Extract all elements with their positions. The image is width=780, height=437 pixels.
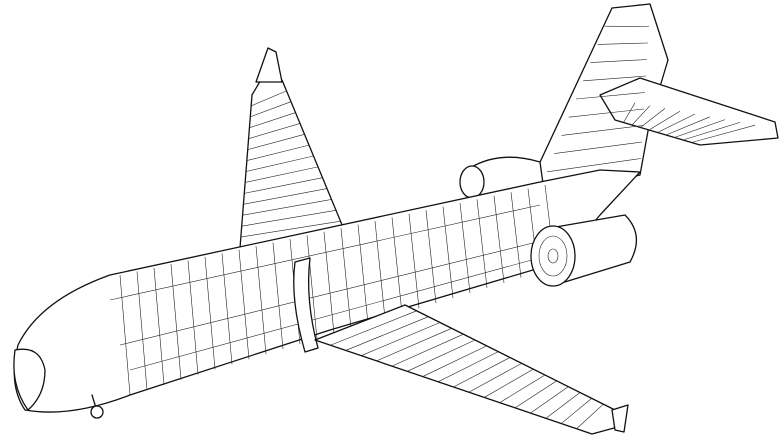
detail-line	[442, 206, 454, 299]
tail-assembly	[519, 3, 779, 206]
detail-line	[453, 357, 511, 388]
detail-line	[255, 246, 267, 355]
far-winglet	[255, 47, 283, 83]
detail-line	[391, 333, 464, 367]
detail-line	[243, 188, 328, 205]
detail-line	[545, 392, 581, 419]
detail-line	[576, 403, 604, 429]
detail-line	[204, 256, 216, 370]
detail-line	[238, 249, 250, 360]
detail-line	[674, 119, 726, 138]
detail-line	[547, 158, 642, 173]
detail-line	[437, 351, 499, 383]
nose-cone	[13, 348, 46, 411]
detail-line	[242, 199, 332, 216]
detail-line	[459, 202, 471, 294]
detail-line	[241, 209, 337, 227]
detail-line	[244, 177, 323, 194]
detail-line	[249, 112, 296, 129]
detail-line	[468, 363, 522, 393]
detail-line	[391, 217, 403, 314]
detail-line	[640, 108, 666, 128]
detail-line	[340, 228, 352, 329]
detail-line	[514, 380, 557, 409]
detail-line	[530, 386, 569, 414]
detail-line	[361, 322, 441, 356]
horizontal-stabilizer	[599, 77, 779, 146]
detail-line	[250, 101, 292, 118]
detail-line	[272, 242, 284, 350]
near-engine	[530, 214, 637, 287]
detail-line	[499, 374, 546, 403]
detail-line	[247, 133, 305, 150]
detail-line	[240, 220, 341, 238]
detail-line	[187, 260, 199, 375]
nose-gear	[90, 394, 104, 419]
detail-line	[408, 213, 420, 309]
detail-line	[561, 398, 592, 424]
detail-line	[575, 92, 646, 100]
detail-line	[407, 339, 476, 372]
detail-line	[554, 141, 643, 154]
detail-line	[583, 75, 647, 82]
detail-line	[246, 144, 310, 161]
near-wing	[314, 304, 629, 435]
detail-line	[248, 123, 301, 140]
detail-line	[221, 253, 233, 365]
detail-line	[357, 224, 369, 324]
detail-line	[648, 110, 681, 131]
detail-line	[665, 116, 711, 136]
detail-line	[245, 166, 319, 183]
detail-line	[597, 42, 649, 45]
fuselage	[13, 169, 641, 413]
detail-line	[170, 264, 182, 380]
detail-line	[476, 199, 488, 288]
detail-line	[251, 90, 287, 107]
detail-line	[376, 328, 452, 362]
detail-line	[590, 59, 648, 63]
detail-line	[422, 345, 487, 377]
detail-line	[323, 231, 335, 334]
detail-line	[657, 113, 696, 133]
detail-line	[306, 235, 318, 339]
detail-line	[682, 122, 741, 141]
cabin-frame	[293, 257, 319, 353]
detail-line	[425, 210, 437, 304]
detail-line	[245, 155, 314, 172]
detail-line	[345, 316, 429, 351]
near-winglet	[611, 404, 629, 433]
detail-line	[568, 108, 645, 118]
detail-line	[374, 220, 386, 319]
detail-line	[691, 124, 756, 143]
detail-line	[119, 274, 131, 396]
detail-line	[153, 267, 165, 385]
detail-line	[484, 368, 534, 398]
detail-line	[109, 204, 541, 301]
detail-line	[129, 254, 551, 371]
far-wing	[239, 47, 346, 249]
detail-line	[136, 271, 148, 390]
detail-line	[119, 239, 546, 346]
detail-line	[631, 105, 651, 126]
detail-line	[330, 310, 417, 346]
detail-line	[561, 125, 644, 136]
detail-line	[623, 102, 636, 123]
